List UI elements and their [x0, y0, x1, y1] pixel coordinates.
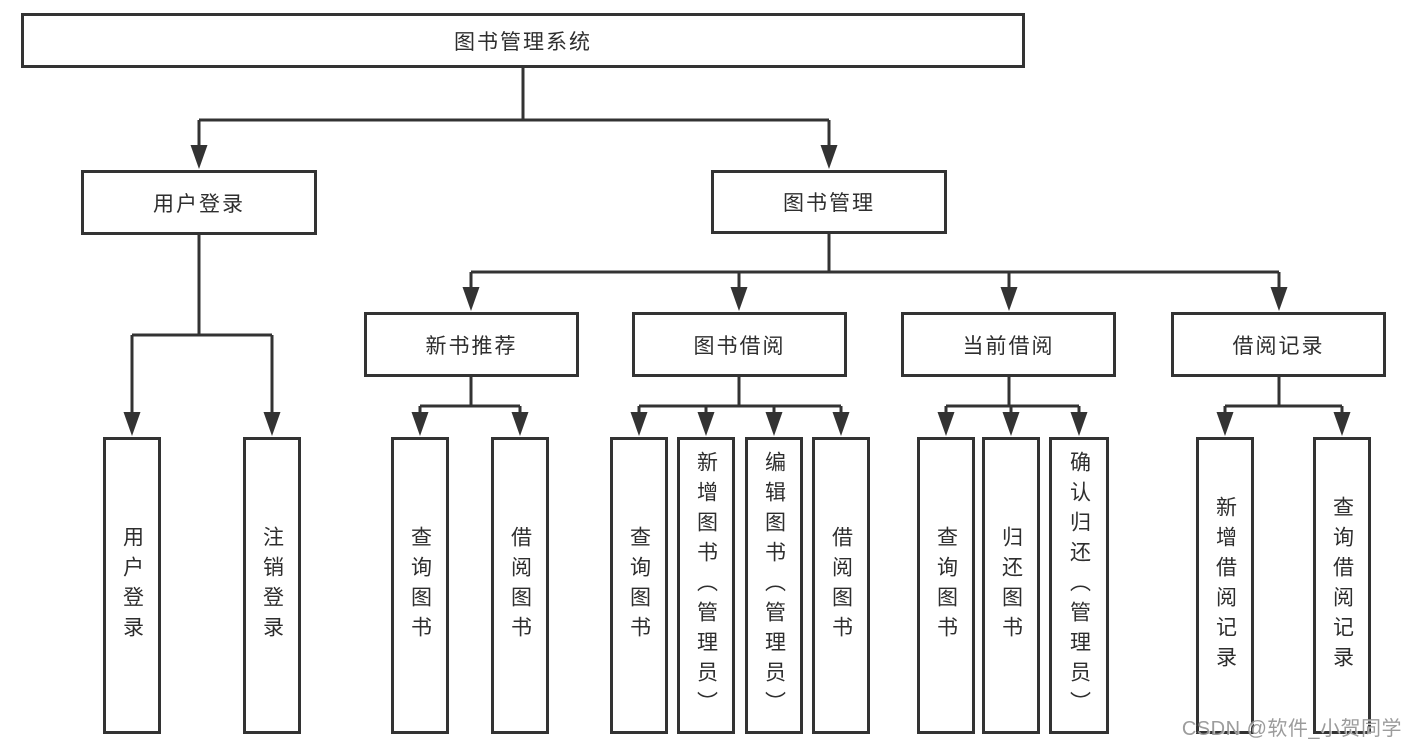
arrowhead [462, 287, 480, 311]
leaf-user-login: 用户登录 [103, 437, 161, 734]
arrowhead [832, 412, 850, 436]
arrowhead [1216, 412, 1234, 436]
connector-borrow-to-leaves [637, 376, 843, 414]
node-current-borrowing: 当前借阅 [901, 312, 1116, 377]
node-user-login: 用户登录 [81, 170, 317, 235]
connector-userlogin-to-leaves [130, 233, 274, 414]
leaf-borrow-books-newbook: 借阅图书 [491, 437, 549, 734]
node-user-login-label: 用户登录 [153, 192, 245, 216]
leaf-borrow-books-newbook-label: 借阅图书 [508, 525, 532, 646]
leaf-query-books-current-label: 查询图书 [934, 525, 958, 646]
node-book-borrowing-label: 图书借阅 [693, 334, 786, 358]
arrowhead [411, 412, 429, 436]
leaf-confirm-return-admin: 确认归还（管理员） [1049, 437, 1109, 734]
leaf-confirm-return-admin-label: 确认归还（管理员） [1067, 450, 1091, 721]
node-current-borrowing-label: 当前借阅 [962, 334, 1055, 358]
arrowhead [630, 412, 648, 436]
node-book-borrowing: 图书借阅 [632, 312, 847, 377]
arrowhead [1333, 412, 1351, 436]
node-root-label: 图书管理系统 [454, 30, 592, 54]
leaf-return-books: 归还图书 [982, 437, 1040, 734]
arrowhead [820, 145, 838, 169]
leaf-return-books-label: 归还图书 [999, 525, 1023, 646]
arrowhead [511, 412, 529, 436]
leaf-query-books-borrow: 查询图书 [610, 437, 668, 734]
leaf-add-borrow-record: 新增借阅记录 [1196, 437, 1254, 734]
leaf-add-book-admin: 新增图书（管理员） [677, 437, 735, 734]
arrowhead [1070, 412, 1088, 436]
leaf-logout: 注销登录 [243, 437, 301, 734]
leaf-borrow-books-borrow-label: 借阅图书 [829, 525, 853, 646]
arrowhead [190, 145, 208, 169]
node-book-management-label: 图书管理 [783, 192, 875, 215]
leaf-query-borrow-record: 查询借阅记录 [1313, 437, 1371, 734]
leaf-add-book-admin-label: 新增图书（管理员） [694, 450, 718, 721]
leaf-add-borrow-record-label: 新增借阅记录 [1213, 495, 1237, 676]
arrowhead [263, 412, 281, 436]
arrowhead [1000, 287, 1018, 311]
leaf-edit-book-admin: 编辑图书（管理员） [745, 437, 803, 734]
node-root: 图书管理系统 [21, 13, 1025, 68]
node-book-management: 图书管理 [711, 170, 947, 234]
arrowhead [937, 412, 955, 436]
connector-newbook-to-leaves [418, 376, 522, 414]
arrowhead [1270, 287, 1288, 311]
leaf-logout-label: 注销登录 [260, 525, 284, 646]
arrowhead [123, 412, 141, 436]
leaf-query-borrow-record-label: 查询借阅记录 [1330, 495, 1354, 676]
leaf-query-books-current: 查询图书 [917, 437, 975, 734]
csdn-watermark: CSDN @软件_小贺同学 [1181, 718, 1402, 740]
leaf-edit-book-admin-label: 编辑图书（管理员） [762, 450, 786, 721]
leaf-query-books-borrow-label: 查询图书 [627, 525, 651, 646]
connector-current-to-leaves [944, 376, 1081, 414]
arrowhead [697, 412, 715, 436]
node-new-book-recommend: 新书推荐 [364, 312, 579, 377]
arrowhead [730, 287, 748, 311]
node-borrowing-records: 借阅记录 [1171, 312, 1386, 377]
node-new-book-recommend-label: 新书推荐 [425, 334, 518, 358]
connector-record-to-leaves [1223, 376, 1344, 414]
arrowhead [765, 412, 783, 436]
leaf-borrow-books-borrow: 借阅图书 [812, 437, 870, 734]
node-borrowing-records-label: 借阅记录 [1232, 334, 1325, 358]
connector-root-to-level2 [197, 66, 831, 148]
leaf-query-books-newbook: 查询图书 [391, 437, 449, 734]
leaf-user-login-label: 用户登录 [120, 525, 144, 646]
arrowhead [1002, 412, 1020, 436]
connector-bookmgmt-to-level3 [469, 232, 1281, 289]
leaf-query-books-newbook-label: 查询图书 [408, 525, 432, 646]
